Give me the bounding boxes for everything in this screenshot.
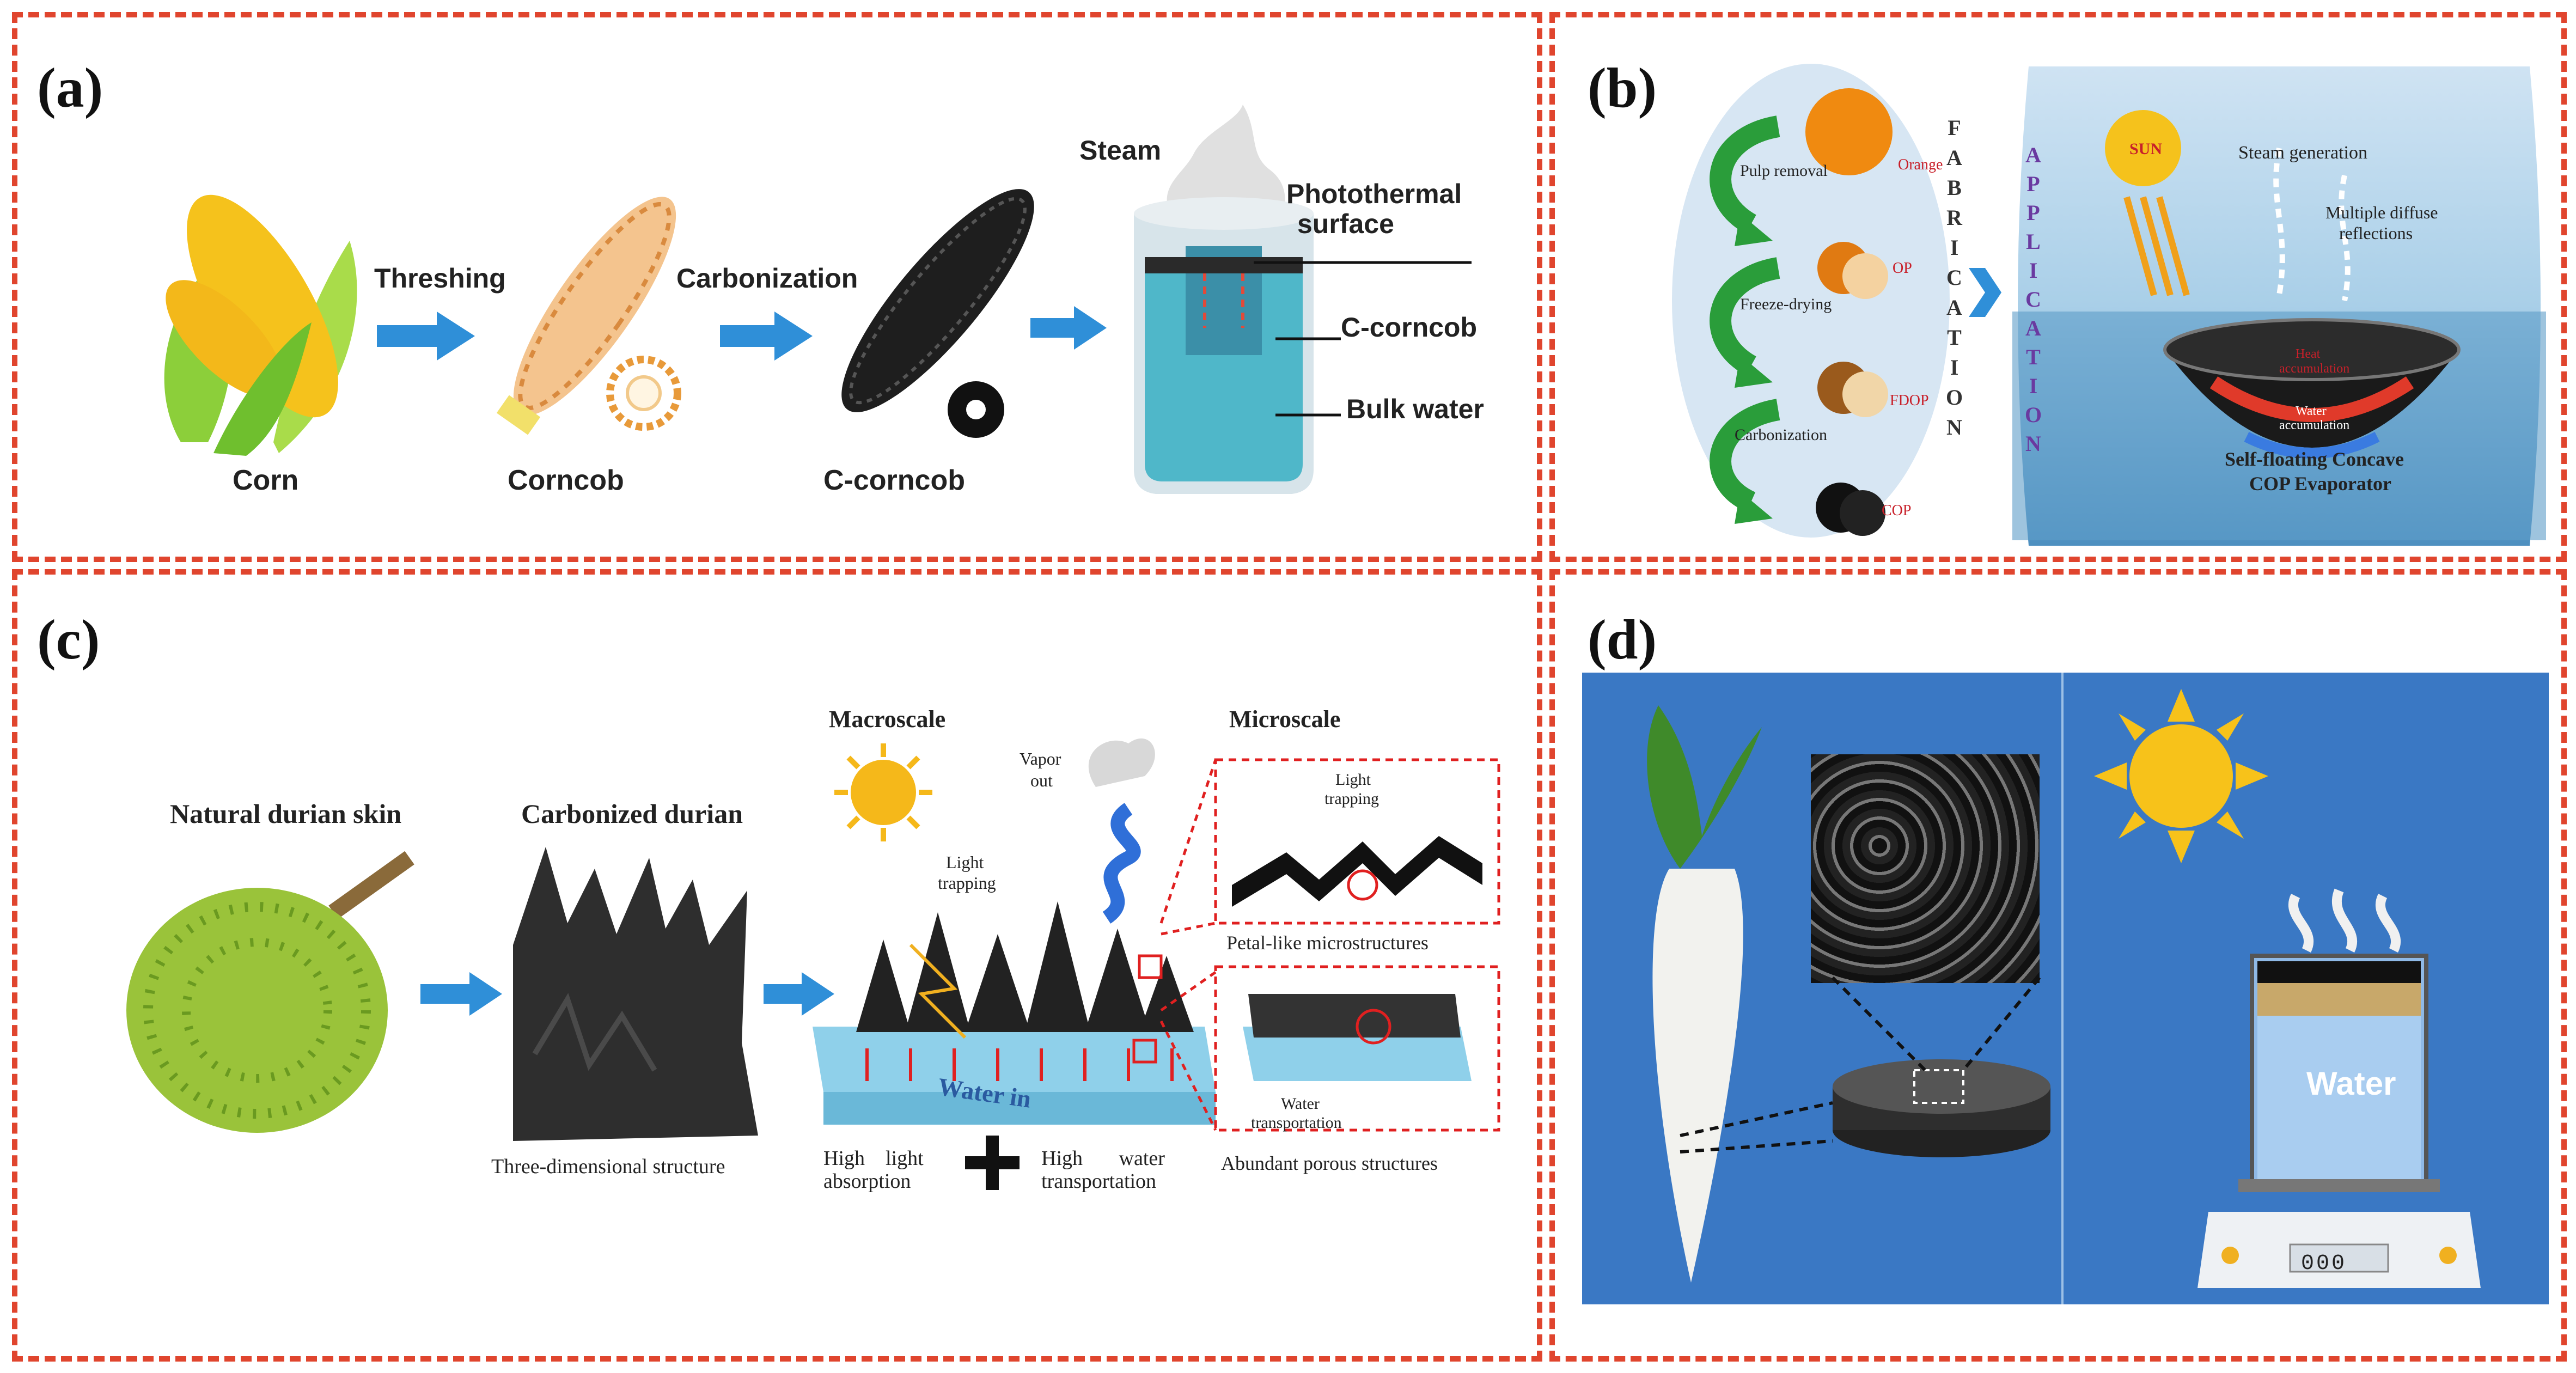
reflections-label-line1: Multiple diffuse [2325, 203, 2438, 222]
device-leader-lines [1254, 261, 1472, 417]
vapor-label-line1: Vapor [1020, 749, 1061, 768]
corncob-illustration [496, 197, 676, 435]
panel-d: (d) [1549, 569, 2567, 1362]
threshing-arrow [377, 312, 475, 361]
panel-d-divider [2061, 673, 2064, 1304]
bulk-water-label: Bulk water [1346, 394, 1484, 424]
steam-label: Steam [1079, 135, 1162, 166]
op-label: OP [1893, 260, 1912, 277]
sem-image [1811, 754, 2040, 983]
carbonized-durian-label: Carbonized durian [521, 798, 743, 829]
natural-durian-label: Natural durian skin [170, 798, 402, 829]
carbonized-durian-illustration [513, 847, 758, 1141]
water-transport-inset-line2: transportation [1251, 1114, 1342, 1132]
carbonization-arrow [720, 312, 813, 361]
heat-accumulation-line1: Heat [2296, 347, 2321, 361]
light-trapping-label-line1: Light [946, 852, 984, 872]
panel-a: (a) Corn Threshing Corncob Carbonization… [12, 12, 1542, 562]
vapor-swirl [1088, 738, 1155, 924]
beaker-on-balance [2197, 888, 2481, 1288]
microscale-insets [1214, 758, 1500, 1132]
water-accumulation-line2: accumulation [2279, 418, 2350, 432]
macroscale-structure [813, 901, 1216, 1125]
high-light-absorption-line2: absorption [823, 1170, 911, 1193]
c-corncob-illustration [841, 189, 1034, 412]
high-water-transport-line1: High water [1041, 1147, 1165, 1170]
pulp-removal-label: Pulp removal [1740, 162, 1828, 180]
high-water-transport-line2: transportation [1041, 1170, 1157, 1193]
steam-generation-label: Steam generation [2238, 143, 2367, 163]
heat-accumulation-line2: accumulation [2279, 362, 2350, 376]
water-transport-inset-line1: Water [1281, 1095, 1320, 1113]
panel-a-label: (a) [37, 57, 103, 119]
corncob-label: Corncob [508, 465, 624, 496]
application-vertical: APPLICATION [2021, 143, 2046, 460]
carbonization-label: Carbonization [676, 263, 858, 294]
three-dimensional-label: Three-dimensional structure [491, 1155, 725, 1178]
panel-d-photo: Water 000 [1582, 673, 2549, 1304]
radish-illustration [1647, 705, 1762, 1283]
vapor-label-line2: out [1030, 771, 1053, 790]
freeze-drying-label: Freeze-drying [1740, 295, 1832, 313]
sun-label: SUN [2129, 140, 2163, 158]
c-corncob-cross-section [948, 381, 1004, 438]
panel-d-label: (d) [1588, 608, 1657, 671]
photothermal-label-line2: surface [1297, 209, 1394, 239]
carbonization-b-label: Carbonization [1735, 426, 1827, 444]
threshing-label: Threshing [374, 263, 506, 294]
sun-icon [834, 743, 932, 841]
high-light-absorption-line1: High light [823, 1147, 924, 1170]
panel-c-label: (c) [37, 608, 100, 671]
corn-illustration [164, 194, 357, 456]
fdop-label: FDOP [1890, 392, 1929, 409]
durian-illustration [126, 851, 414, 1133]
durian-arrow-1 [420, 972, 502, 1016]
fabrication-vertical: FABRICATION [1942, 115, 1967, 445]
application-scene [2012, 66, 2546, 546]
corn-label: Corn [233, 465, 299, 496]
balance-display: 000 [2301, 1252, 2347, 1276]
sun-icon-d [2094, 689, 2268, 863]
petal-label: Petal-like microstructures [1226, 932, 1429, 954]
panel-b: (b) Pulp removal Freeze-drying Carboniza… [1549, 12, 2567, 562]
chevron-right-icon [1969, 268, 2001, 317]
light-trapping-inset-line2: trapping [1324, 790, 1379, 808]
panel-c: (c) Natural durian skin Carbonized duria… [12, 569, 1542, 1362]
macroscale-label: Macroscale [829, 706, 946, 733]
sem-connector-lines [1680, 976, 2041, 1154]
light-trapping-label-line2: trapping [938, 873, 996, 893]
corncob-cross-section [606, 356, 681, 431]
plus-icon [965, 1136, 1020, 1190]
evaporator-title-line2: COP Evaporator [2249, 473, 2391, 495]
radish-slice [1833, 1059, 2050, 1157]
device-c-corncob-label: C-corncob [1341, 312, 1477, 343]
reflections-label-line2: reflections [2339, 223, 2413, 243]
water-label-d: Water [2306, 1065, 2396, 1102]
water-accumulation-line1: Water [2296, 404, 2327, 418]
steam-cloud [1167, 105, 1285, 224]
c-corncob-label: C-corncob [823, 465, 965, 496]
microscale-label: Microscale [1229, 706, 1341, 733]
photothermal-label-line1: Photothermal [1286, 179, 1462, 209]
durian-arrow-2 [764, 972, 834, 1016]
evaporator-title-line1: Self-floating Concave [2225, 448, 2404, 470]
evaporator-device [1134, 197, 1314, 494]
panel-b-label: (b) [1588, 57, 1657, 119]
inset-connector-lines [1159, 759, 1217, 1131]
light-trapping-inset-line1: Light [1335, 771, 1371, 789]
device-arrow [1030, 306, 1107, 350]
cop-label: COP [1882, 502, 1912, 519]
orange-label: Orange [1898, 156, 1943, 173]
fabrication-oval [1672, 64, 1950, 538]
porous-label: Abundant porous structures [1221, 1152, 1438, 1174]
